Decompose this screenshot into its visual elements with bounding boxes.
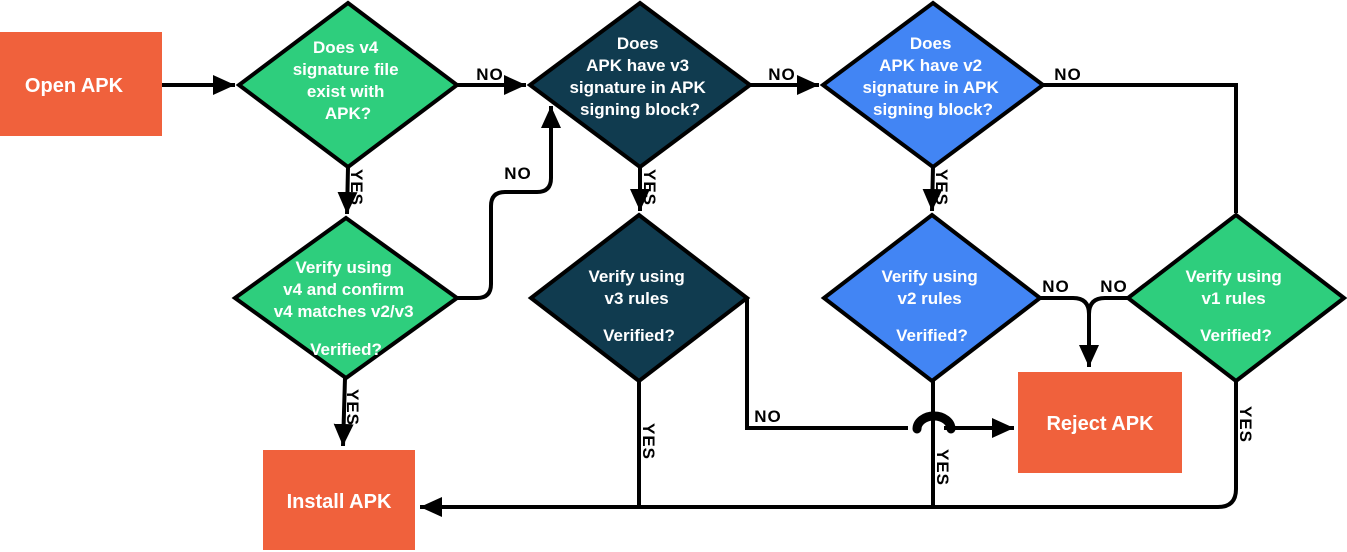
decision-verify-v2: Verify using v2 rules Verified? bbox=[820, 212, 1044, 384]
edge-v2exists-yes bbox=[922, 166, 943, 212]
decision-verify-v1-text: Verify using v1 rules Verified? bbox=[1185, 267, 1286, 345]
node-reject-apk: Reject APK bbox=[1018, 372, 1182, 473]
decision-verify-v3: Verify using v3 rules Verified? bbox=[527, 212, 751, 384]
decision-verify-v2-shape bbox=[820, 212, 1044, 384]
edge-v1verify-no bbox=[1087, 296, 1128, 315]
edge-label-v4exists-no: NO bbox=[476, 65, 504, 84]
edge-labels: NO NO NO NO NO NO NO YES YES YES YES YES… bbox=[343, 65, 1255, 486]
decision-v4-signature-exists: Does v4 signature file exist with APK? bbox=[235, 0, 461, 170]
edge-label-v4verify-yes: YES bbox=[343, 389, 362, 426]
decision-verify-v1-shape bbox=[1124, 212, 1347, 384]
decision-v3-exists-shape bbox=[526, 0, 754, 170]
decision-verify-v3-shape bbox=[527, 212, 751, 384]
edge-v4verify-no bbox=[457, 106, 561, 300]
open-apk-label: Open APK bbox=[25, 75, 124, 97]
decision-v2-exists-text: Does APK have v2 signature in APK signin… bbox=[862, 34, 1003, 119]
decision-v3-exists-text: Does APK have v3 signature in APK signin… bbox=[569, 34, 710, 119]
edge-label-v3exists-yes: YES bbox=[640, 169, 659, 206]
edge-v1verify-yes-collector bbox=[420, 381, 1238, 517]
reject-apk-box bbox=[1018, 372, 1182, 473]
node-open-apk: Open APK bbox=[0, 32, 162, 136]
edge-label-v2verify-yes: YES bbox=[933, 449, 952, 486]
open-apk-box bbox=[0, 32, 162, 136]
edge-label-v3verify-yes: YES bbox=[639, 423, 658, 460]
decision-verify-v4-text: Verify using v4 and confirm v4 matches v… bbox=[274, 258, 419, 359]
edge-v3verify-no-a bbox=[745, 298, 908, 430]
decision-verify-v1: Verify using v1 rules Verified? bbox=[1124, 212, 1347, 384]
decision-verify-v2-text: Verify using v2 rules Verified? bbox=[881, 267, 982, 345]
reject-apk-label: Reject APK bbox=[1046, 413, 1154, 435]
edge-label-v3verify-no: NO bbox=[754, 407, 782, 426]
edge-v2exists-no bbox=[1043, 83, 1238, 213]
edge-label-v3exists-no: NO bbox=[768, 65, 796, 84]
install-apk-label: Install APK bbox=[287, 491, 392, 513]
decision-v3-signature-exists: Does APK have v3 signature in APK signin… bbox=[526, 0, 754, 170]
install-apk-box bbox=[263, 450, 415, 550]
decision-v2-signature-exists: Does APK have v2 signature in APK signin… bbox=[819, 0, 1047, 170]
decision-verify-v3-text: Verify using v3 rules Verified? bbox=[588, 267, 689, 345]
edge-label-v1verify-yes: YES bbox=[1236, 406, 1255, 443]
edge-label-v4verify-no: NO bbox=[504, 164, 532, 183]
node-install-apk: Install APK bbox=[263, 450, 415, 550]
edge-v4verify-yes bbox=[333, 377, 354, 447]
decision-v4-exists-shape bbox=[235, 0, 461, 170]
decision-verify-v4: Verify using v4 and confirm v4 matches v… bbox=[231, 215, 461, 381]
edge-label-v2verify-no: NO bbox=[1042, 277, 1070, 296]
edge-label-v2exists-no: NO bbox=[1054, 65, 1082, 84]
edge-v2verify-no bbox=[1040, 296, 1099, 367]
decision-v4-exists-text: Does v4 signature file exist with APK? bbox=[293, 38, 404, 123]
edge-v4exists-yes bbox=[337, 166, 358, 215]
edge-lines bbox=[162, 75, 1238, 517]
edge-label-v4exists-yes: YES bbox=[347, 169, 366, 206]
decision-verify-v4-shape bbox=[231, 215, 461, 381]
edge-label-v1verify-no: NO bbox=[1100, 277, 1128, 296]
edge-label-v2exists-yes: YES bbox=[932, 169, 951, 206]
decision-v2-exists-shape bbox=[819, 0, 1047, 170]
